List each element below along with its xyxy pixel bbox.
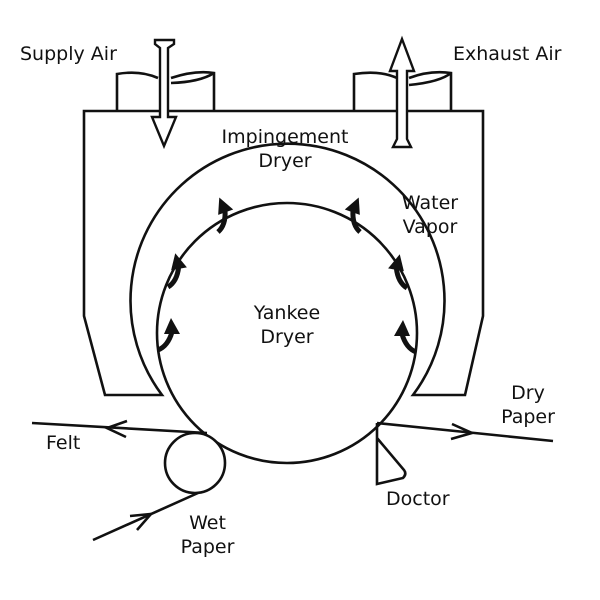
wet-paper-line1: Wet (189, 512, 226, 534)
water-vapor-label: Water Vapor (395, 191, 465, 239)
water-vapor-arrow (388, 254, 409, 291)
doctor-label: Doctor (386, 488, 450, 510)
exhaust-air-label: Exhaust Air (453, 43, 562, 65)
exhaust-duct (352, 70, 453, 111)
yankee-dryer-cylinder (155, 201, 419, 465)
impingement-hood-housing (82, 109, 485, 397)
wet-paper-line2: Paper (180, 536, 235, 558)
impingement-dryer-label: Impingement Dryer (210, 125, 360, 173)
dry-paper-label: Dry Paper (488, 381, 568, 429)
felt-arrowhead (103, 419, 128, 439)
felt-label: Felt (46, 432, 81, 454)
water-vapor-line2: Vapor (402, 216, 458, 238)
dry-paper-arrowhead (450, 422, 476, 441)
water-vapor-arrow (344, 197, 362, 234)
wet-paper-line (92, 491, 199, 542)
water-vapor-line1: Water (401, 192, 459, 214)
wet-paper-label: Wet Paper (170, 511, 245, 559)
supply-air-arrow (150, 38, 178, 150)
felt-roll (163, 431, 227, 495)
water-vapor-arrow (394, 320, 418, 355)
water-vapor-arrow (166, 253, 187, 290)
water-vapor-arrow (156, 318, 180, 353)
yankee-label-line1: Yankee (253, 302, 321, 324)
dry-paper-line2: Paper (501, 406, 555, 428)
impingement-label-line2: Dryer (258, 150, 312, 172)
yankee-dryer-label: Yankee Dryer (237, 301, 337, 349)
water-vapor-arrow (216, 197, 234, 234)
impingement-label-line1: Impingement (221, 126, 349, 148)
wet-paper-arrowhead (129, 512, 155, 531)
supply-air-label: Supply Air (20, 43, 117, 65)
dry-paper-line1: Dry (511, 382, 545, 404)
felt-line (31, 421, 208, 435)
dry-paper-line (376, 421, 554, 443)
supply-duct (115, 70, 216, 111)
yankee-label-line2: Dryer (260, 326, 314, 348)
doctor-blade (375, 423, 407, 486)
exhaust-air-arrow (388, 35, 416, 149)
